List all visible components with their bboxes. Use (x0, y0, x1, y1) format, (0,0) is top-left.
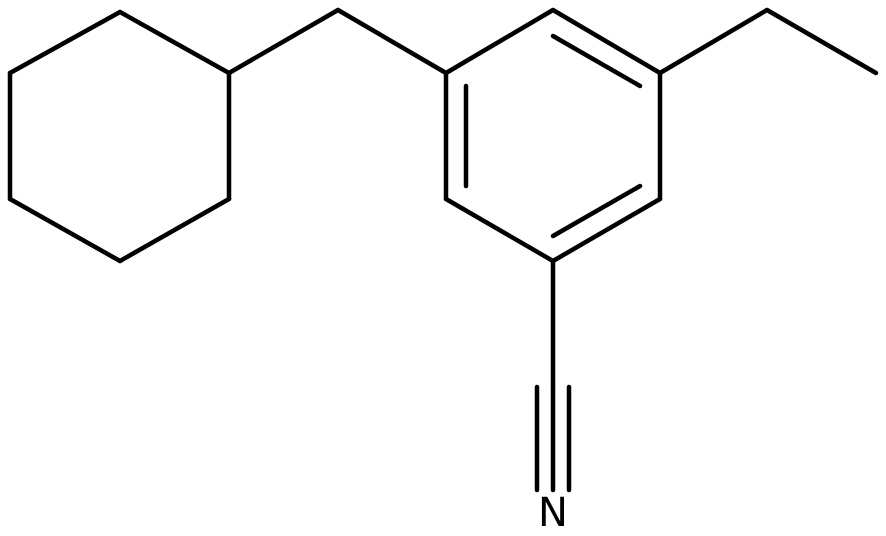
bond-benzene-4 (550, 196, 663, 264)
nitrogen-atom-label: N (538, 490, 568, 536)
bond-cyclohexane-6 (7, 9, 123, 76)
bond-cyclohexane-1 (117, 9, 232, 76)
bond-benzene-2 (550, 7, 663, 76)
bond-benzene-to-ch2 (657, 7, 770, 76)
bond-cyclohexane-4 (7, 196, 123, 264)
bond-ch2-to-benzene (335, 7, 449, 76)
bond-benzene-5 (443, 196, 556, 264)
nitrile-group: N (534, 258, 572, 536)
bond-ring-to-ch2 (226, 7, 341, 76)
methylene-bridge (226, 7, 449, 76)
bond-benzene-inner-1 (550, 33, 643, 89)
cyclohexane-ring (7, 9, 232, 264)
benzene-ring (443, 7, 663, 264)
bond-benzene-inner-2 (550, 183, 643, 239)
bond-benzene-1 (443, 7, 556, 76)
bond-cyclohexane-3 (117, 196, 232, 264)
ethyl-group (657, 7, 879, 76)
bond-ch2-to-ch3 (764, 7, 879, 76)
